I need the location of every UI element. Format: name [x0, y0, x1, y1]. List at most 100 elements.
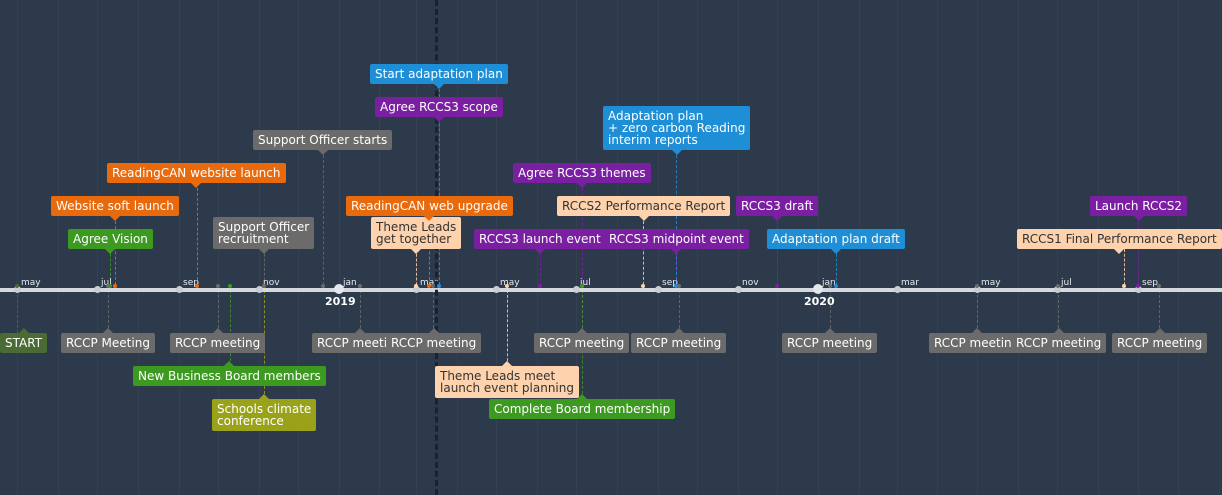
- event-dot: [262, 284, 266, 288]
- event-dot: [834, 284, 838, 288]
- month-label: mar: [420, 278, 438, 288]
- month-label: sep: [1142, 278, 1158, 288]
- event-stem: [218, 290, 219, 333]
- event-dot: [414, 284, 418, 288]
- grid-line: [937, 0, 938, 495]
- grid-line: [58, 0, 59, 495]
- event-stem: [1159, 290, 1160, 333]
- event-dot: [677, 284, 681, 288]
- timeline-event[interactable]: RCCS2 Performance Report: [557, 196, 731, 221]
- timeline-event[interactable]: Agree RCCS3 scope: [375, 97, 503, 122]
- event-dot: [1157, 284, 1161, 288]
- month-tick: [894, 286, 901, 293]
- month-tick: [735, 286, 742, 293]
- timeline-event[interactable]: ReadingCAN web upgrade: [346, 196, 513, 221]
- month-label: jul: [580, 278, 591, 288]
- month-tick: [413, 286, 420, 293]
- timeline-event[interactable]: RCCP meeting: [1011, 328, 1107, 353]
- month-tick: [974, 286, 981, 293]
- year-tick: [813, 284, 823, 294]
- event-dot: [505, 284, 509, 288]
- timeline-event[interactable]: RCCP meeting: [1112, 328, 1208, 353]
- timeline-event[interactable]: Theme Leads meet launch event planning: [435, 361, 579, 398]
- event-stem: [110, 249, 111, 290]
- event-stem: [540, 249, 541, 290]
- month-label: nov: [263, 278, 280, 288]
- timeline-event[interactable]: RCCS3 draft: [736, 196, 819, 221]
- event-stem: [676, 150, 677, 290]
- event-dot: [108, 284, 112, 288]
- grid-line: [339, 0, 340, 495]
- timeline-event[interactable]: RCCP Meeting: [61, 328, 155, 353]
- event-stem: [433, 290, 434, 333]
- grid-line: [17, 0, 18, 495]
- event-stem: [108, 290, 109, 333]
- timeline-event[interactable]: Website soft launch: [51, 196, 179, 221]
- event-dot: [106, 284, 110, 288]
- event-dot: [1056, 284, 1060, 288]
- year-label: 2020: [804, 295, 835, 308]
- timeline-event[interactable]: Agree Vision: [68, 229, 153, 254]
- timeline-event[interactable]: Launch RCCS2: [1090, 196, 1188, 221]
- event-stem: [439, 84, 440, 290]
- event-dot: [580, 284, 584, 288]
- timeline-event[interactable]: RCCP meeting: [170, 328, 266, 353]
- timeline-event[interactable]: Agree RCCS3 themes: [513, 163, 651, 188]
- event-dot: [437, 284, 441, 288]
- month-label: sep: [183, 278, 199, 288]
- event-stem: [507, 290, 508, 366]
- event-dot: [228, 284, 232, 288]
- month-tick: [256, 286, 263, 293]
- event-stem: [836, 249, 837, 290]
- timeline-event[interactable]: ReadingCAN website launch: [107, 163, 286, 188]
- event-stem: [416, 249, 417, 290]
- month-tick: [94, 286, 101, 293]
- event-stem: [323, 150, 324, 290]
- event-stem: [830, 290, 831, 333]
- event-dot: [975, 284, 979, 288]
- timeline-event[interactable]: START: [0, 328, 48, 353]
- grid-line: [977, 0, 978, 495]
- month-label: jan: [343, 278, 357, 288]
- month-label: mar: [901, 278, 919, 288]
- event-dot: [641, 284, 645, 288]
- timeline-event[interactable]: Support Officer starts: [253, 130, 393, 155]
- timeline-event[interactable]: RCCP meeting: [386, 328, 482, 353]
- event-dot: [427, 284, 431, 288]
- month-label: jan: [822, 278, 836, 288]
- timeline-event[interactable]: Start adaptation plan: [370, 64, 508, 89]
- event-stem: [230, 290, 231, 366]
- event-stem: [679, 290, 680, 333]
- timeline-event[interactable]: RCCP meeting: [534, 328, 630, 353]
- timeline-event[interactable]: Theme Leads get together: [371, 217, 462, 254]
- month-label: jul: [1061, 278, 1072, 288]
- timeline-event[interactable]: RCCP meeting: [929, 328, 1025, 353]
- timeline-event[interactable]: Schools climate conference: [212, 394, 317, 431]
- timeline-event[interactable]: RCCP meeting: [631, 328, 727, 353]
- timeline-event[interactable]: RCCS1 Final Performance Report: [1017, 229, 1222, 254]
- month-tick: [655, 286, 662, 293]
- event-stem: [1058, 290, 1059, 333]
- grid-line: [179, 0, 180, 495]
- timeline-event[interactable]: RCCP meeting: [782, 328, 878, 353]
- timeline-event[interactable]: New Business Board members: [133, 361, 326, 386]
- timeline-event[interactable]: RCCS3 launch event: [474, 229, 606, 254]
- event-stem: [197, 183, 198, 290]
- timeline-event[interactable]: Support Officer recruitment: [213, 217, 315, 254]
- event-stem: [1138, 216, 1139, 290]
- month-tick: [1054, 286, 1061, 293]
- month-label: may: [981, 278, 1001, 288]
- timeline-event[interactable]: Adaptation plan draft: [767, 229, 905, 254]
- event-stem: [777, 216, 778, 290]
- timeline-event[interactable]: Complete Board membership: [489, 394, 676, 419]
- event-stem: [360, 290, 361, 333]
- month-label: may: [500, 278, 520, 288]
- month-label: nov: [742, 278, 759, 288]
- event-stem: [264, 249, 265, 290]
- event-dot: [321, 284, 325, 288]
- timeline-event[interactable]: Adaptation plan + zero carbon Reading in…: [603, 106, 751, 155]
- timeline-event[interactable]: RCCS3 midpoint event: [604, 229, 749, 254]
- event-stem: [115, 216, 116, 290]
- month-tick: [493, 286, 500, 293]
